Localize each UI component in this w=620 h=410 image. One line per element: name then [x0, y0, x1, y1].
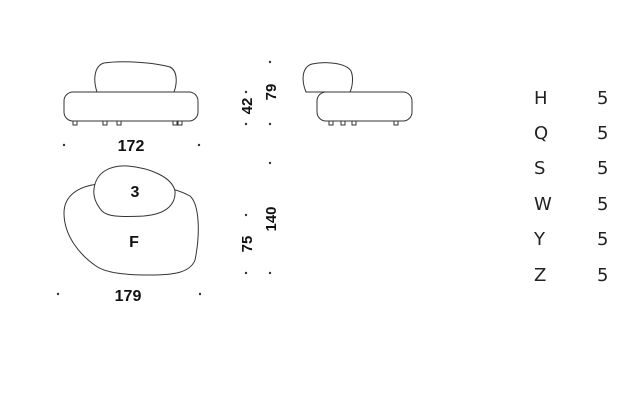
- total-height-label: 79: [263, 84, 280, 101]
- legend-value: 5: [597, 158, 608, 179]
- side-backrest: [302, 62, 354, 93]
- legend-value: 5: [597, 88, 608, 109]
- side-feet: [328, 120, 399, 126]
- top-width-dim-end: [198, 292, 202, 296]
- total-depth-label: 140: [263, 206, 280, 231]
- legend-value: 5: [597, 265, 608, 286]
- front-width-label: 172: [118, 138, 145, 155]
- seat-height-dim-bottom: [244, 122, 248, 126]
- front-width-dim-start: [62, 143, 66, 147]
- legend-value: 5: [597, 229, 608, 250]
- depth-dimensions: 140 75: [239, 161, 280, 275]
- seat-label: F: [129, 234, 139, 251]
- legend-letter: Z: [534, 265, 546, 286]
- top-backrest-outline: [93, 165, 176, 217]
- fabric-legend: H 5 Q 5 S 5 W 5 Y 5 Z 5: [533, 88, 608, 286]
- legend-letter: Y: [533, 229, 546, 250]
- legend-letter: Q: [534, 123, 548, 144]
- height-dimensions: 42 79: [239, 60, 280, 126]
- front-view: 172: [62, 61, 201, 155]
- legend-letter: W: [534, 194, 552, 215]
- side-view: [302, 62, 413, 126]
- seat-depth-dim-top: [244, 213, 248, 217]
- height-dim-top: [268, 60, 272, 64]
- seat-height-label: 42: [239, 98, 256, 115]
- backrest-label: 3: [131, 184, 140, 201]
- depth-dim-bottom: [268, 271, 272, 275]
- seat-depth-label: 75: [239, 236, 256, 253]
- seat-depth-dim-bottom: [244, 271, 248, 275]
- height-dim-bottom: [268, 122, 272, 126]
- depth-dim-top: [268, 161, 272, 165]
- legend-letter: S: [534, 158, 545, 179]
- front-width-dim-end: [197, 143, 201, 147]
- front-feet: [72, 120, 183, 126]
- legend-value: 5: [597, 123, 608, 144]
- side-seat: [316, 91, 413, 122]
- front-seat: [63, 91, 199, 122]
- seat-height-dim-top: [244, 90, 248, 94]
- top-view: 3 F 179: [56, 165, 202, 305]
- top-width-label: 179: [115, 288, 142, 305]
- legend-letter: H: [534, 88, 548, 109]
- legend-value: 5: [597, 194, 608, 215]
- front-backrest: [94, 61, 177, 93]
- top-width-dim-start: [56, 292, 60, 296]
